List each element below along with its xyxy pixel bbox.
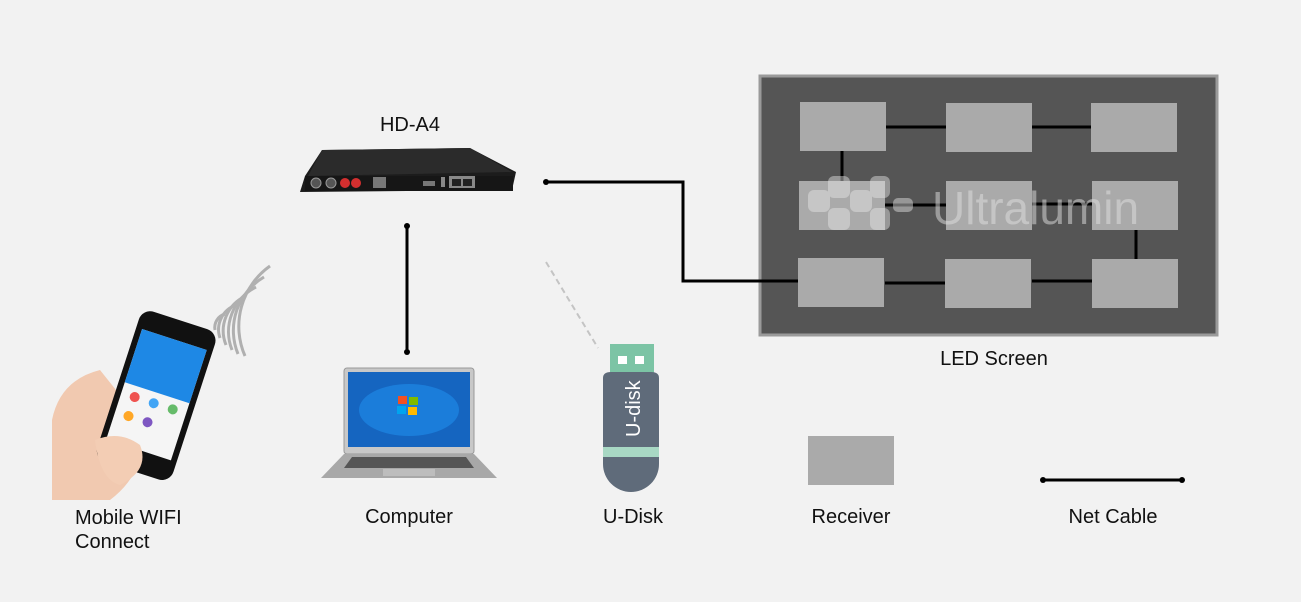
hd-a4-controller xyxy=(300,148,516,192)
receiver-card xyxy=(1092,181,1178,230)
mobile-label-line1: Mobile WIFI xyxy=(75,507,182,529)
receiver-card xyxy=(946,181,1032,230)
cable-endpoint xyxy=(404,223,410,229)
mobile-label-line2: Connect xyxy=(75,531,150,553)
computer-label: Computer xyxy=(365,506,453,528)
u-disk-label: U-Disk xyxy=(603,506,663,528)
receiver-card xyxy=(946,103,1032,152)
watermark-text: Ultralumin xyxy=(932,182,1139,234)
receiver-card xyxy=(1091,103,1177,152)
legend-receiver-label: Receiver xyxy=(811,506,891,528)
receiver-card xyxy=(799,181,885,230)
net-cable-controller-to-screen xyxy=(546,180,798,283)
screen-cabling xyxy=(840,125,1138,285)
led-screen-label: LED Screen xyxy=(940,348,1048,370)
cable-endpoint xyxy=(1040,477,1046,483)
legend-net-cable-label: Net Cable xyxy=(1068,506,1158,528)
usb-dashed-line xyxy=(545,261,599,349)
receiver-card xyxy=(798,258,884,307)
u-disk-icon: U-disk xyxy=(603,344,659,492)
receiver-card xyxy=(1092,259,1178,308)
mobile-phone-icon xyxy=(52,311,216,500)
led-screen: Ultralumin xyxy=(758,74,1219,337)
legend-receiver-swatch xyxy=(808,436,894,485)
mobile-label: Mobile WIFI Connect xyxy=(75,506,182,554)
cable-endpoint xyxy=(1179,477,1185,483)
watermark-logo-icon xyxy=(808,176,913,230)
receiver-card xyxy=(945,259,1031,308)
u-disk-stick-text: U-disk xyxy=(623,379,645,437)
receiver-card xyxy=(800,102,886,151)
receiver-grid xyxy=(798,102,1178,308)
laptop-icon xyxy=(321,367,497,478)
wifi-signal-icon xyxy=(213,264,271,357)
cable-endpoint xyxy=(543,179,549,185)
windows-logo-icon xyxy=(397,396,418,415)
controller-label: HD-A4 xyxy=(379,114,441,136)
cable-endpoint xyxy=(404,349,410,355)
